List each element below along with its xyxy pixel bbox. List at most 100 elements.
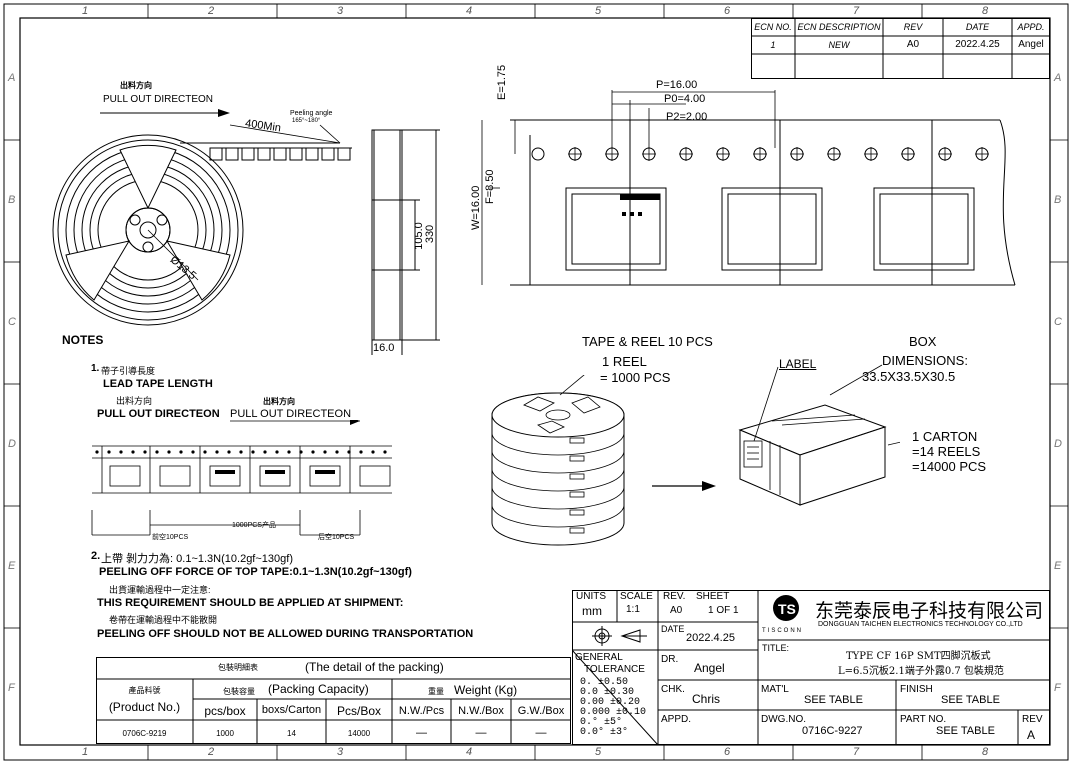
header-product-en: (Product No.) (108, 700, 181, 714)
drawn-by-label: DR. (661, 654, 679, 665)
logo-text: TISCONN (762, 628, 803, 634)
row-nw-pcs: — (416, 727, 427, 739)
peeling-angle-range: 165°~180° (292, 118, 321, 124)
checked-by-value: Chris (692, 692, 721, 706)
note1-pull-cn: 出料方向 (116, 396, 153, 406)
row-product-no: 0706C-9219 (122, 729, 167, 738)
header-weight-cn: 重量 (428, 687, 444, 696)
note1-pull-cn2: 出料方向 (263, 397, 295, 406)
col-number: 8 (982, 746, 989, 758)
scale-value: 1:1 (626, 604, 640, 615)
title-label: TITLE: (762, 643, 790, 653)
packing-table-grid (96, 657, 571, 744)
header-product-cn: 產品料號 (128, 686, 161, 695)
tolerance-row: 0.0 ±0.30 (580, 687, 635, 698)
rev-header-description: ECN DESCRIPTION (797, 22, 881, 32)
tolerance-label-2: TOLERANCE (584, 664, 645, 675)
box-dimensions-value: 33.5X33.5X30.5 (862, 369, 956, 384)
drawing-number-label: DWG.NO. (761, 714, 806, 725)
carton-box-illustration (738, 364, 900, 506)
reel-side-view (371, 129, 440, 355)
company-name-cn: 东莞泰辰电子科技有限公司 (815, 601, 1044, 622)
col-number: 5 (595, 5, 602, 17)
note2-en2: THIS REQUIREMENT SHOULD BE APPLIED AT SH… (97, 597, 404, 609)
subheader-pcs-per-box: Pcs/Box (336, 704, 381, 718)
subheader-pcs-box: pcs/box (204, 704, 246, 718)
tape-view (481, 90, 1016, 286)
reel-stack-illustration (491, 375, 625, 546)
drawing-number-value: 0716C-9227 (802, 725, 863, 737)
row-pcs-per-box: 14000 (347, 729, 371, 738)
carton-line1: 1 CARTON (912, 429, 978, 444)
flow-arrow-icon (652, 481, 716, 491)
lead-segment-back: 后空10PCS (318, 534, 355, 541)
svg-text:TS: TS (778, 601, 796, 617)
hub-dimension: 105.0 (412, 222, 425, 250)
title-line2: L=6.5沉板2.1端子外露0.7 包裝規范 (838, 666, 1004, 677)
row-letter: B (1054, 194, 1062, 206)
reel-pull-direction-cn: 出料方向 (120, 81, 152, 90)
scale-label: SCALE (620, 591, 653, 602)
date-label: DATE (661, 624, 685, 634)
row-letter: E (1054, 560, 1062, 572)
sheet-label: SHEET (696, 591, 730, 602)
col-number: 3 (337, 746, 344, 758)
reel-front-view (52, 109, 352, 326)
lead-segment-front: 前空10PCS (152, 534, 189, 541)
rev-date: 2022.4.25 (955, 39, 1000, 50)
rev-header-date: DATE (965, 22, 990, 32)
row-letter: D (1054, 438, 1062, 450)
note2-en3: PEELING OFF SHOULD NOT BE ALLOWED DURING… (97, 628, 474, 640)
rev-block-value: A (1027, 728, 1036, 742)
notes-title: NOTES (62, 333, 104, 347)
note2-cn: 上帶 剝力力為: 0.1~1.3N(10.2gf~130gf) (101, 553, 293, 565)
lead-segment-middle: 1000PCS产品 (232, 522, 276, 529)
tape-dim-f: F=8.50 (484, 169, 496, 204)
rev-description: NEW (828, 40, 850, 50)
peeling-angle-label: Peeling angle (290, 110, 333, 117)
row-nw-box: — (475, 727, 487, 739)
note2-cn3: 卷帶在運輸過程中不能散開 (109, 615, 218, 625)
note1-pull-en2: PULL OUT DIRECTEON (230, 408, 352, 420)
checked-by-label: CHK. (661, 684, 685, 695)
title-line1: TYPE CF 16P SMT四脚沉板式 (846, 651, 991, 662)
tape-dim-p0: P0=4.00 (664, 93, 706, 105)
tape-reel-label: TAPE & REEL 10 PCS (582, 334, 713, 349)
subheader-gw-box: G.W./Box (517, 705, 565, 717)
finish-value: SEE TABLE (941, 694, 1000, 706)
drawn-by-value: Angel (694, 661, 725, 675)
material-value: SEE TABLE (804, 694, 863, 706)
note2-cn2: 出貨運輸過程中一定注意: (109, 585, 211, 595)
tolerance-row: 0.00 ±0.20 (580, 697, 641, 708)
carton-line2: =14 REELS (912, 444, 981, 459)
units-value: mm (582, 604, 602, 618)
header-weight-en: Weight (Kg) (454, 683, 518, 697)
note1-number: 1. (91, 363, 100, 374)
row-letter: F (1054, 682, 1061, 694)
subheader-boxs-carton: boxs/Carton (261, 704, 322, 716)
col-number: 5 (595, 746, 602, 758)
row-pcs-box: 1000 (216, 729, 234, 738)
rev-value: A0 (670, 605, 683, 616)
company-name-en: DONGGUAN TAICHEN ELECTRONICS TECHNOLOGY … (818, 621, 1023, 628)
note2-number: 2. (91, 550, 101, 562)
row-letter: A (1054, 72, 1062, 84)
col-number: 7 (853, 746, 860, 758)
col-number: 3 (337, 5, 344, 17)
col-number: 1 (82, 5, 89, 17)
part-number-value: SEE TABLE (936, 725, 995, 737)
row-letter: A (8, 72, 16, 84)
date-value: 2022.4.25 (686, 632, 735, 644)
reel-quantity-line2: = 1000 PCS (600, 370, 671, 385)
note2-en: PEELING OFF FORCE OF TOP TAPE:0.1~1.3N(1… (99, 566, 412, 578)
row-letter: C (8, 316, 16, 328)
row-boxs-carton: 14 (287, 729, 296, 738)
rev-value: A0 (906, 39, 920, 50)
row-letter: B (8, 194, 16, 206)
packing-title-en: (The detail of the packing) (305, 660, 444, 674)
packing-title-cn: 包裝明細表 (218, 663, 258, 672)
rev-label: REV. (663, 591, 686, 602)
header-capacity-en: (Packing Capacity) (268, 682, 369, 696)
reel-quantity-line1: 1 REEL (602, 354, 647, 369)
